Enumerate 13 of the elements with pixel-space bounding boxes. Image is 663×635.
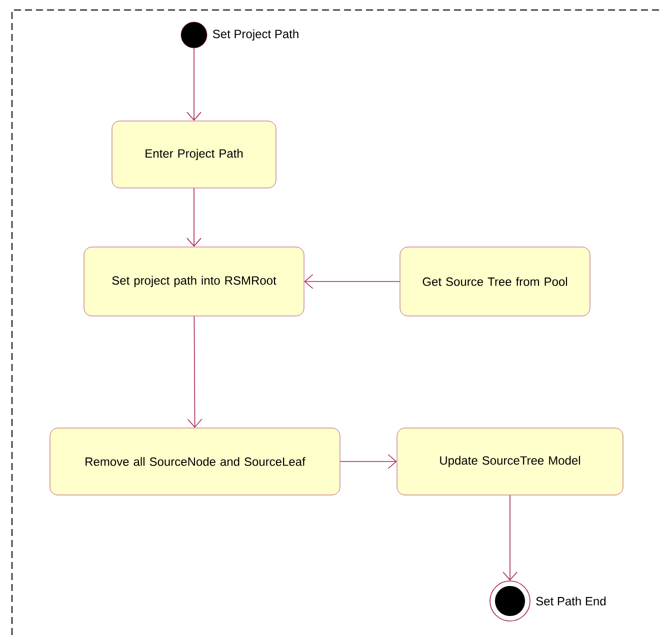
activity-box: Update SourceTree Model xyxy=(396,428,624,496)
arrow xyxy=(304,274,400,289)
activity-box: Set project path into RSMRoot xyxy=(84,246,304,316)
arrow xyxy=(502,494,518,581)
activity-box: Enter Project Path xyxy=(112,120,276,188)
arrow xyxy=(187,316,202,428)
arrow xyxy=(186,48,202,121)
state-label: Set Path End xyxy=(536,596,606,606)
arrow xyxy=(340,454,397,469)
activity-box: Get Source Tree from Pool xyxy=(400,246,590,316)
arrow xyxy=(186,188,202,247)
activity-box: Remove all SourceNode and SourceLeaf xyxy=(50,428,340,496)
state-label: Set Project Path xyxy=(212,29,298,41)
